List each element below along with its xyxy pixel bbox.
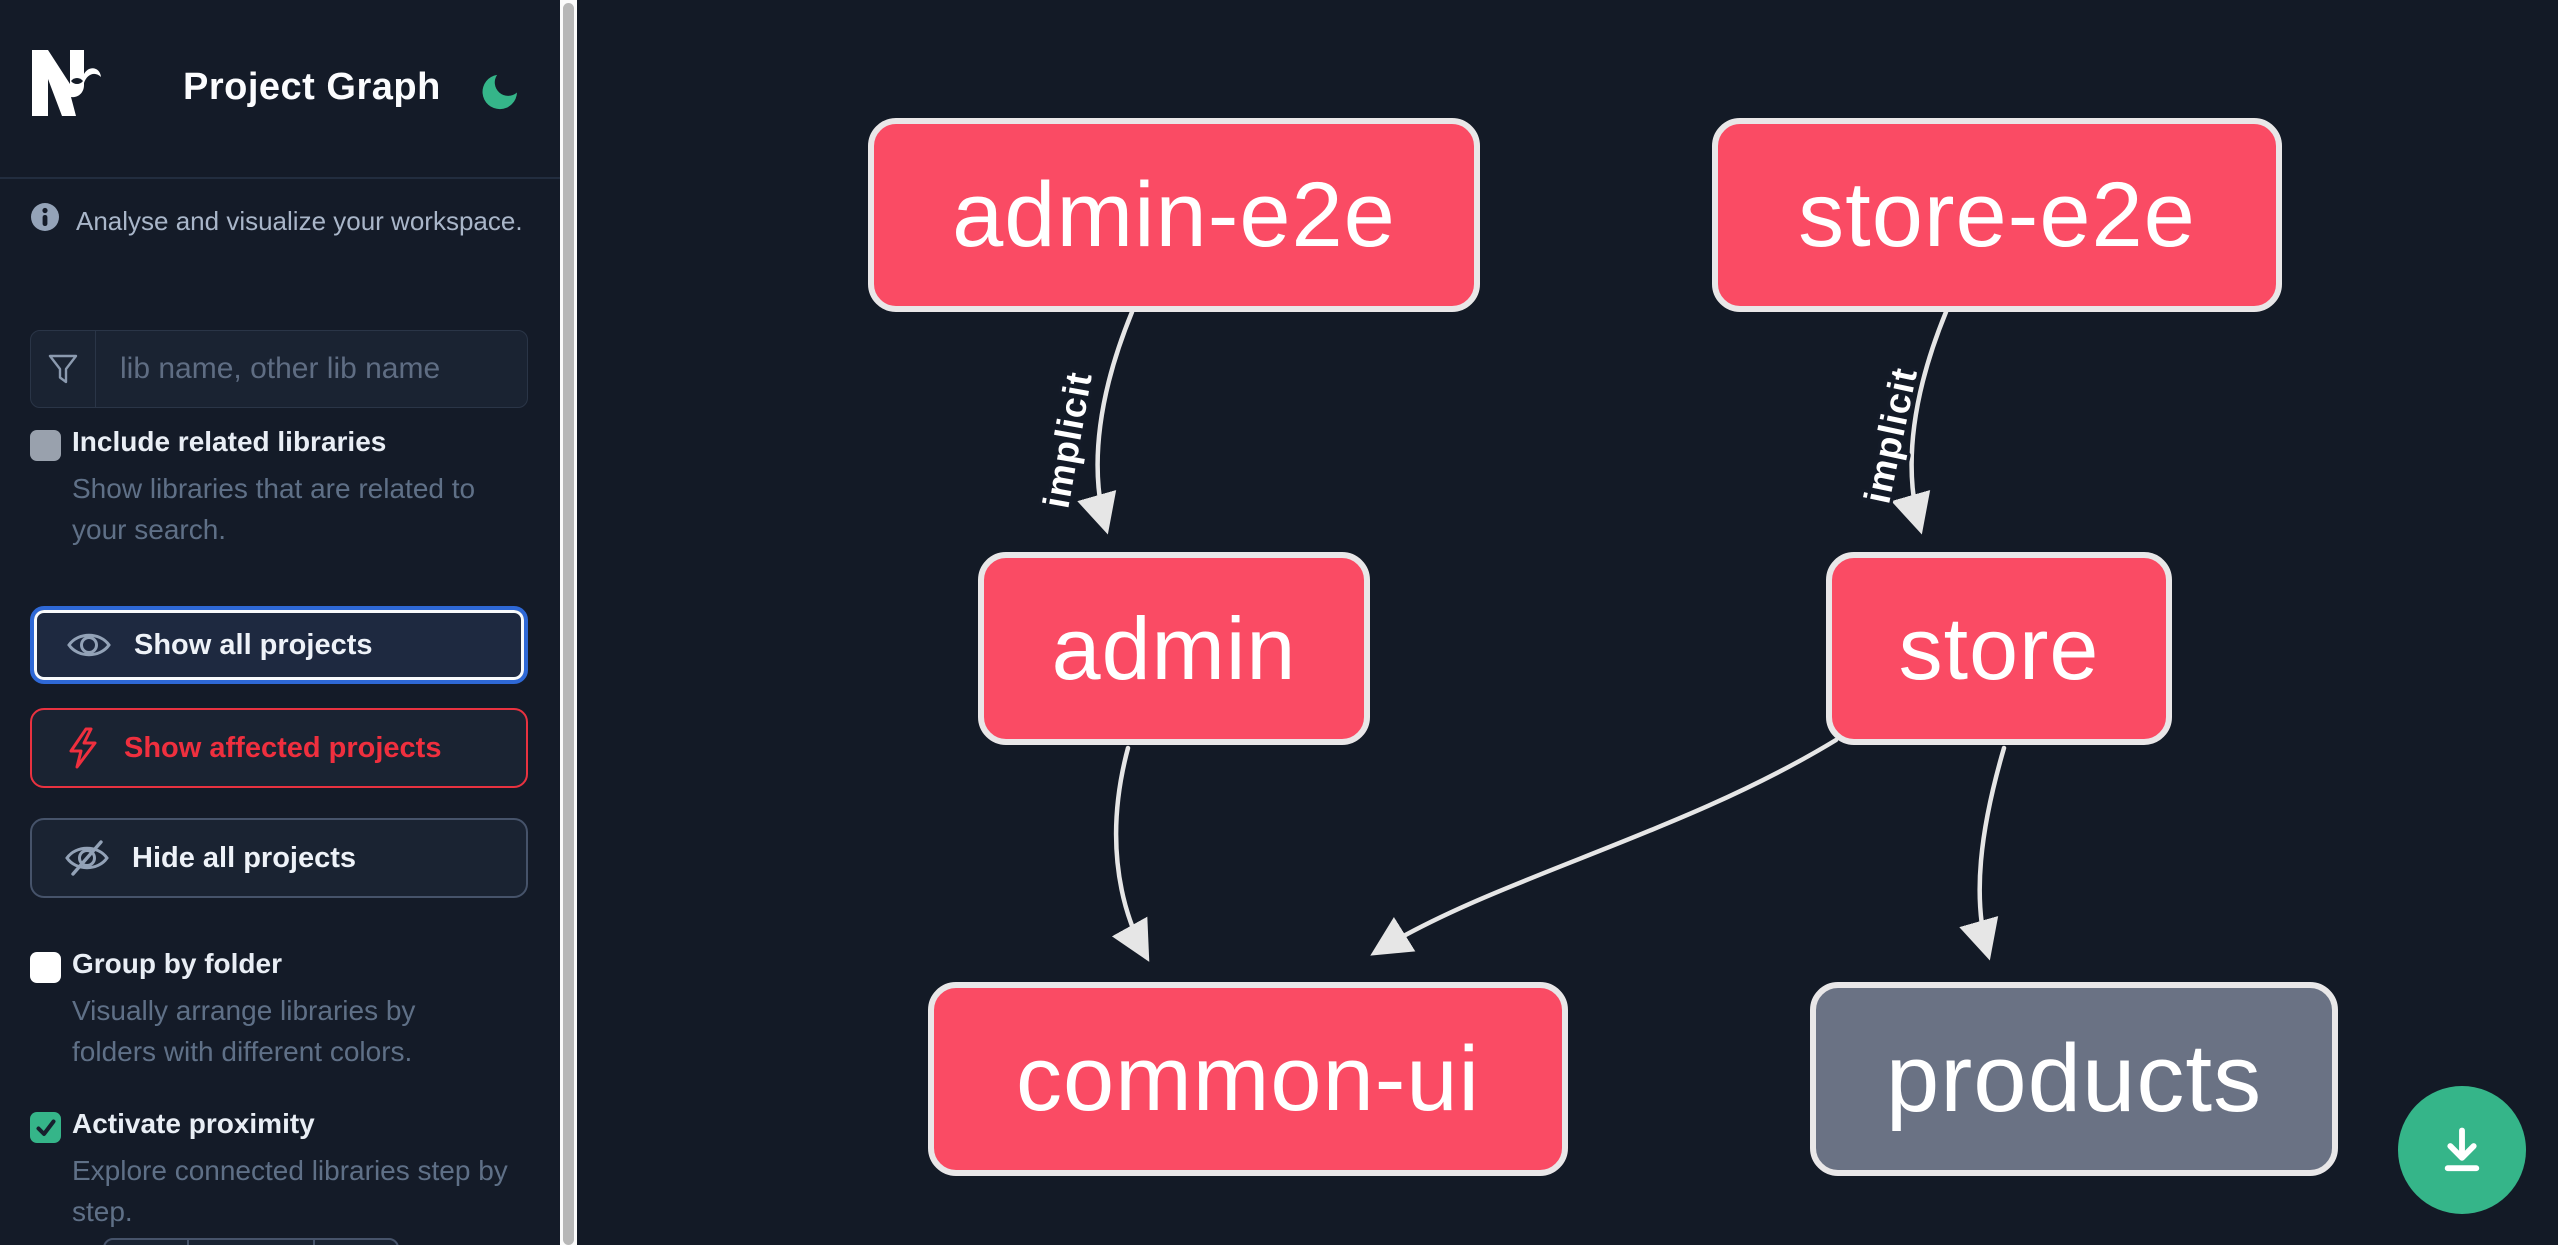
graph-node-products[interactable]: products [1810,982,2338,1176]
graph-node-store-e2e[interactable]: store-e2e [1712,118,2282,312]
proximity-decrement-button[interactable] [103,1238,189,1245]
edge-store-products [1959,745,2007,961]
download-graph-button[interactable] [2398,1086,2526,1214]
activate-proximity-description: Explore connected libraries step by step… [72,1155,508,1227]
show-affected-projects-button[interactable]: Show affected projects [30,708,528,788]
check-icon [36,1119,55,1136]
include-related-libraries-description: Show libraries that are related to your … [72,473,476,545]
header-divider [0,177,560,179]
lightning-bolt-icon [69,727,97,769]
show-affected-projects-label: Show affected projects [124,731,442,764]
edge-admin-e2e-admin [1077,309,1135,535]
graph-node-admin-e2e[interactable]: admin-e2e [868,118,1480,312]
hide-all-projects-label: Hide all projects [132,841,357,874]
graph-node-common-ui[interactable]: common-ui [928,982,1568,1176]
edge-store-common-ui [1370,737,1839,956]
workspace-info-text: Analyse and visualize your workspace. [76,206,523,236]
eye-icon [67,633,111,657]
app-title: Project Graph [183,66,441,108]
proximity-stepper[interactable] [103,1238,399,1245]
edge-store-e2e-store [1891,309,1949,535]
show-all-projects-button[interactable]: Show all projects [30,606,528,684]
group-by-folder-label: Group by folder [72,948,282,979]
graph-canvas[interactable]: implicit implicit [577,0,2558,1245]
sidebar-scrollbar-thumb[interactable] [563,3,574,1245]
graph-node-store[interactable]: store [1826,552,2172,745]
graph-node-admin[interactable]: admin [978,552,1370,745]
hide-all-projects-button[interactable]: Hide all projects [30,818,528,898]
show-all-projects-label: Show all projects [134,628,373,661]
download-icon [2444,1127,2480,1172]
activate-proximity-label: Activate proximity [72,1108,315,1139]
include-related-libraries-label: Include related libraries [72,426,387,457]
search-box [30,330,528,408]
group-by-folder-checkbox[interactable] [30,952,61,983]
sidebar-scrollbar[interactable] [560,0,577,1245]
moon-icon[interactable] [474,70,520,116]
eye-off-icon [65,840,109,876]
edge-admin-common-ui [1111,745,1150,962]
proximity-value [187,1238,315,1245]
proximity-increment-button[interactable] [313,1238,399,1245]
sidebar: Project Graph Analyse and visualize your… [0,0,560,1245]
library-search-input[interactable] [96,331,527,407]
edge-label-implicit: implicit [1036,369,1100,512]
filter-funnel-icon [31,331,96,407]
info-icon [31,203,59,231]
nx-logo [32,50,101,116]
activate-proximity-checkbox[interactable] [30,1112,61,1143]
group-by-folder-description: Visually arrange libraries by folders wi… [72,995,416,1067]
include-related-libraries-checkbox[interactable] [30,430,61,461]
